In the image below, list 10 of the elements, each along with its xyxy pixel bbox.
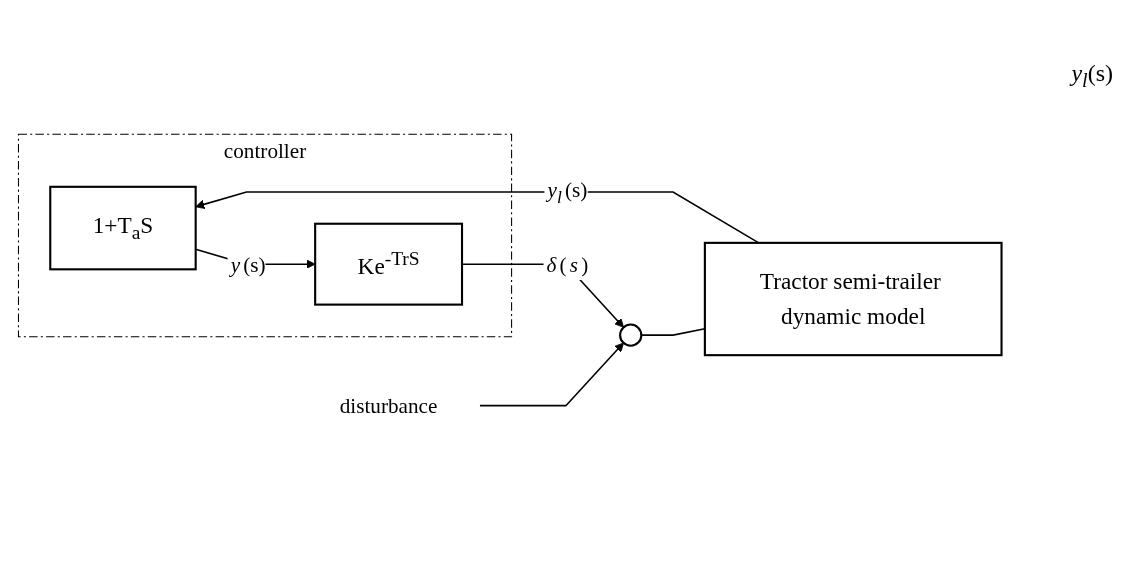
node-box: 1+T$_{a}$S — [49, 185, 197, 271]
edge-label: y(s) — [230, 252, 266, 276]
arrow — [479, 342, 624, 407]
edge-label: y$_{l}$(s) — [547, 178, 588, 207]
signal-label: y$_{l}$(s) — [1071, 60, 1113, 92]
node-text: disturbance — [339, 394, 438, 418]
node-circle — [619, 323, 643, 347]
node-box: Ke$^{-TrS}$ — [314, 222, 464, 306]
edge-label: δ(s) — [546, 252, 589, 276]
node-box: Tractor semi-trailer dynamic model — [703, 241, 1003, 357]
